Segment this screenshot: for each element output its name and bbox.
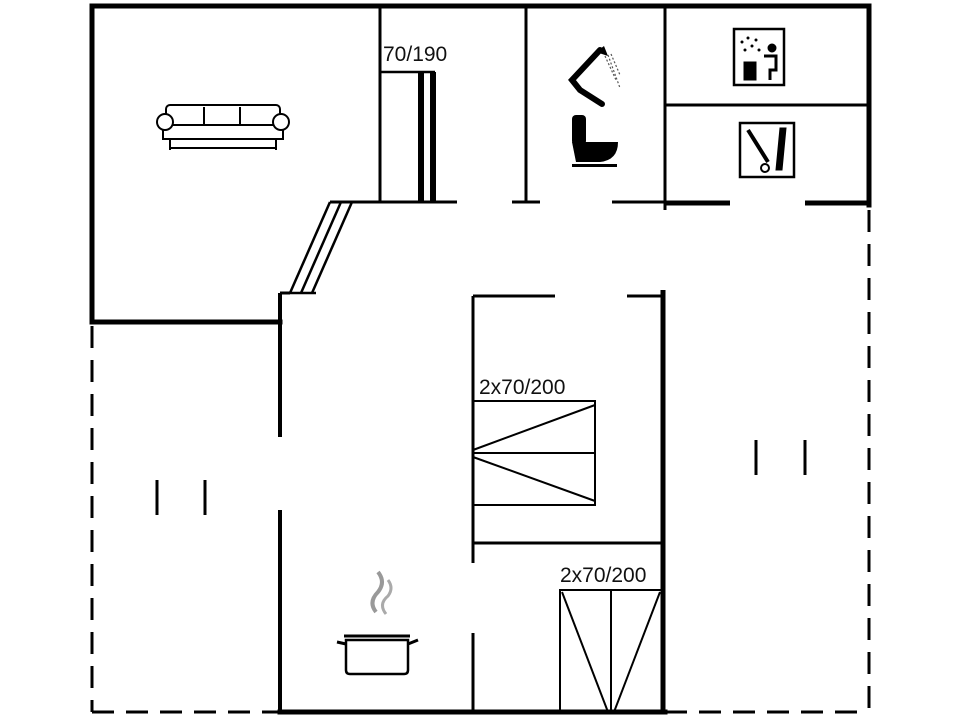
- shower-icon: [568, 46, 621, 107]
- closet-door-label: 70/190: [383, 43, 447, 66]
- staircase: [288, 201, 354, 295]
- bed-lower-label: 2x70/200: [560, 564, 646, 587]
- washing-machine-icon: [738, 121, 796, 179]
- sauna-icon: [732, 27, 786, 87]
- cooking-pot-icon: [336, 570, 419, 676]
- toilet-icon: [572, 115, 618, 167]
- closet: [380, 70, 436, 202]
- terrace-outline: [90, 210, 871, 714]
- sofa-icon: [156, 104, 290, 150]
- bed-upper: [472, 400, 596, 506]
- bed-lower: [559, 589, 663, 713]
- bed-upper-label: 2x70/200: [479, 376, 565, 399]
